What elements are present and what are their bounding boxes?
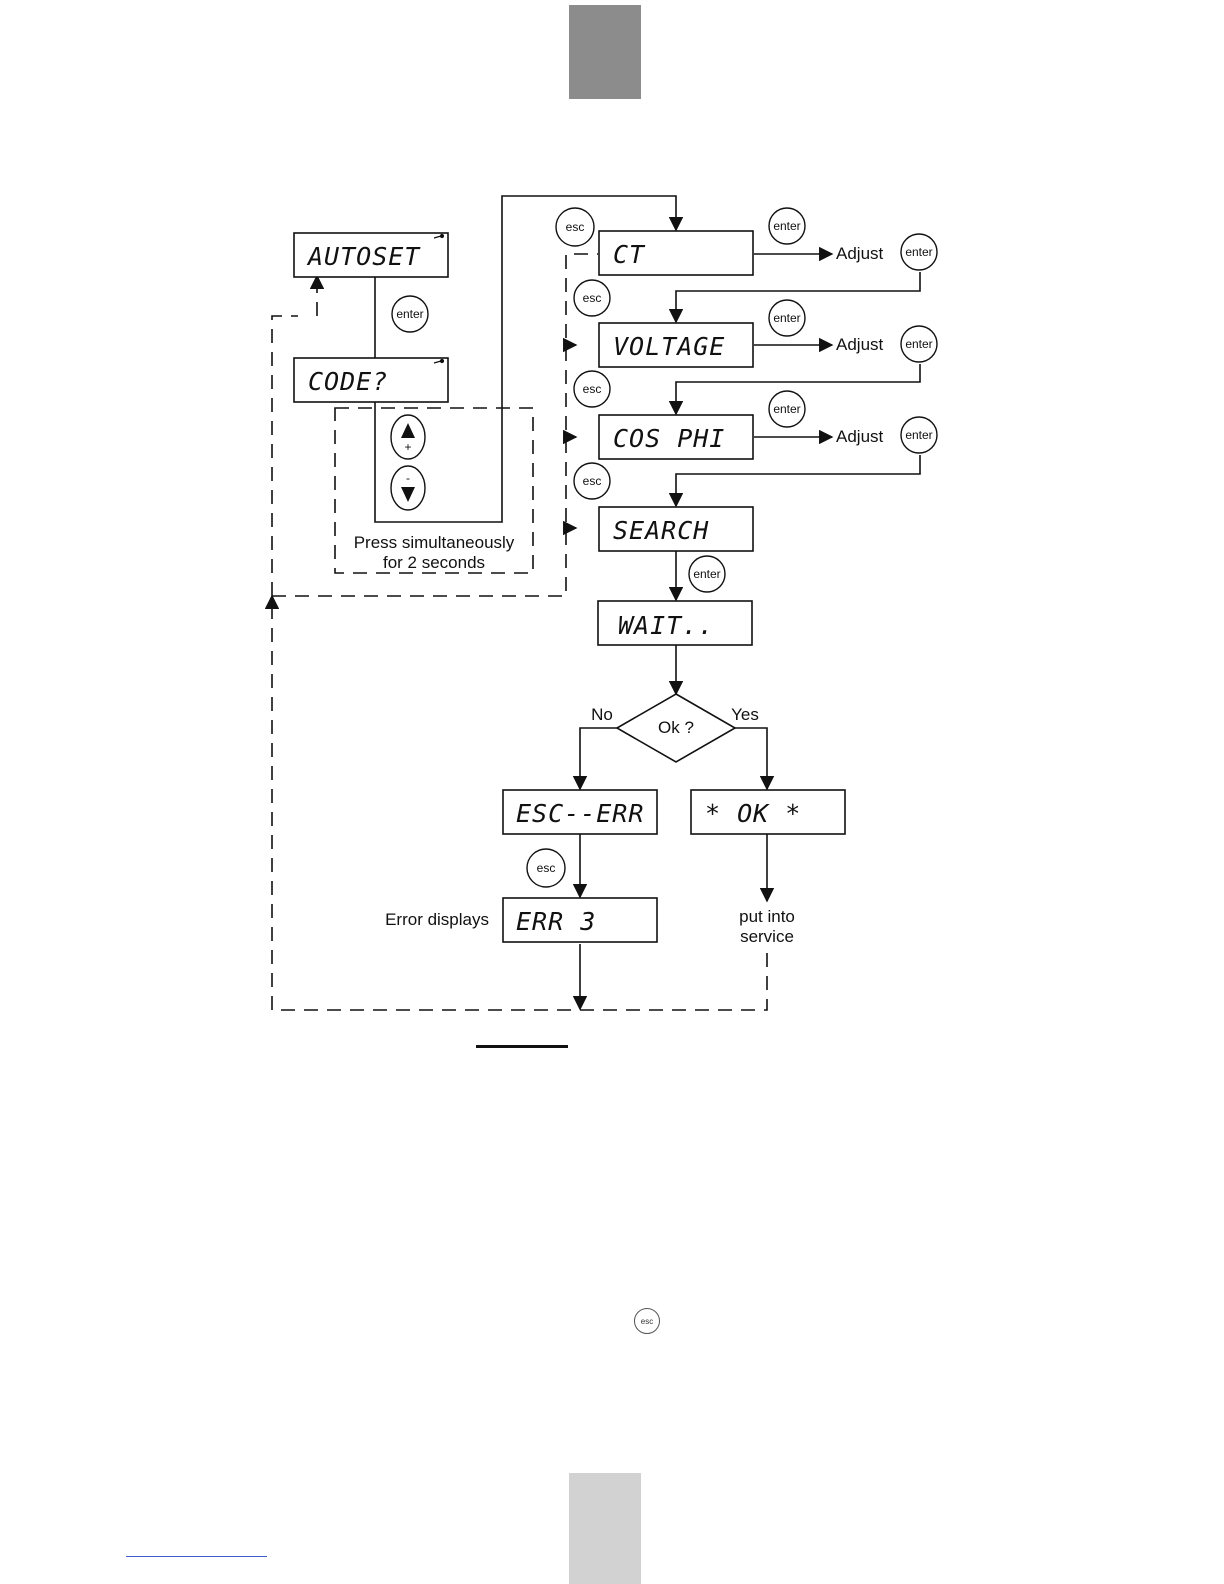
svg-text:enter: enter xyxy=(396,307,423,321)
svg-text:esc: esc xyxy=(566,220,585,234)
display-wait: WAIT.. xyxy=(618,611,714,640)
display-voltage: VOLTAGE xyxy=(613,332,725,361)
display-err3: ERR 3 xyxy=(516,907,596,936)
page-tab-bottom xyxy=(569,1473,641,1584)
display-search: SEARCH xyxy=(613,516,709,545)
connector-decision-no xyxy=(580,728,617,789)
divider-line xyxy=(476,1045,568,1048)
label-service-line2: service xyxy=(740,927,794,946)
connector-decision-yes xyxy=(735,728,767,789)
svg-text:+: + xyxy=(404,440,411,454)
label-adjust-cosphi: Adjust xyxy=(836,427,884,446)
svg-text:esc: esc xyxy=(583,382,602,396)
display-ct: CT xyxy=(613,240,646,269)
label-service-line1: put into xyxy=(739,907,795,926)
display-esc-err: ESC--ERR xyxy=(516,799,644,828)
connector-cosphi-search xyxy=(676,455,920,506)
esc-icon: esc xyxy=(634,1308,660,1334)
label-adjust-voltage: Adjust xyxy=(836,335,884,354)
svg-text:enter: enter xyxy=(693,567,720,581)
svg-text:esc: esc xyxy=(537,861,556,875)
label-press-line2: for 2 seconds xyxy=(383,553,485,572)
svg-text:esc: esc xyxy=(583,291,602,305)
footer-link-underline[interactable] xyxy=(126,1556,267,1557)
display-autoset: AUTOSET xyxy=(306,242,421,271)
svg-text:enter: enter xyxy=(773,402,800,416)
display-ok: * OK * xyxy=(705,799,801,828)
svg-text:enter: enter xyxy=(773,219,800,233)
label-press-line1: Press simultaneously xyxy=(354,533,515,552)
svg-text:esc: esc xyxy=(583,474,602,488)
svg-text:-: - xyxy=(406,471,410,485)
display-code: CODE? xyxy=(308,367,388,396)
label-error-displays: Error displays xyxy=(385,910,489,929)
svg-text:enter: enter xyxy=(905,245,932,259)
label-decision: Ok ? xyxy=(658,718,694,737)
svg-text:enter: enter xyxy=(905,428,932,442)
display-cosphi: COS PHI xyxy=(613,424,725,453)
label-yes: Yes xyxy=(731,705,759,724)
svg-text:enter: enter xyxy=(773,311,800,325)
label-no: No xyxy=(591,705,613,724)
svg-text:enter: enter xyxy=(905,337,932,351)
label-adjust-ct: Adjust xyxy=(836,244,884,263)
